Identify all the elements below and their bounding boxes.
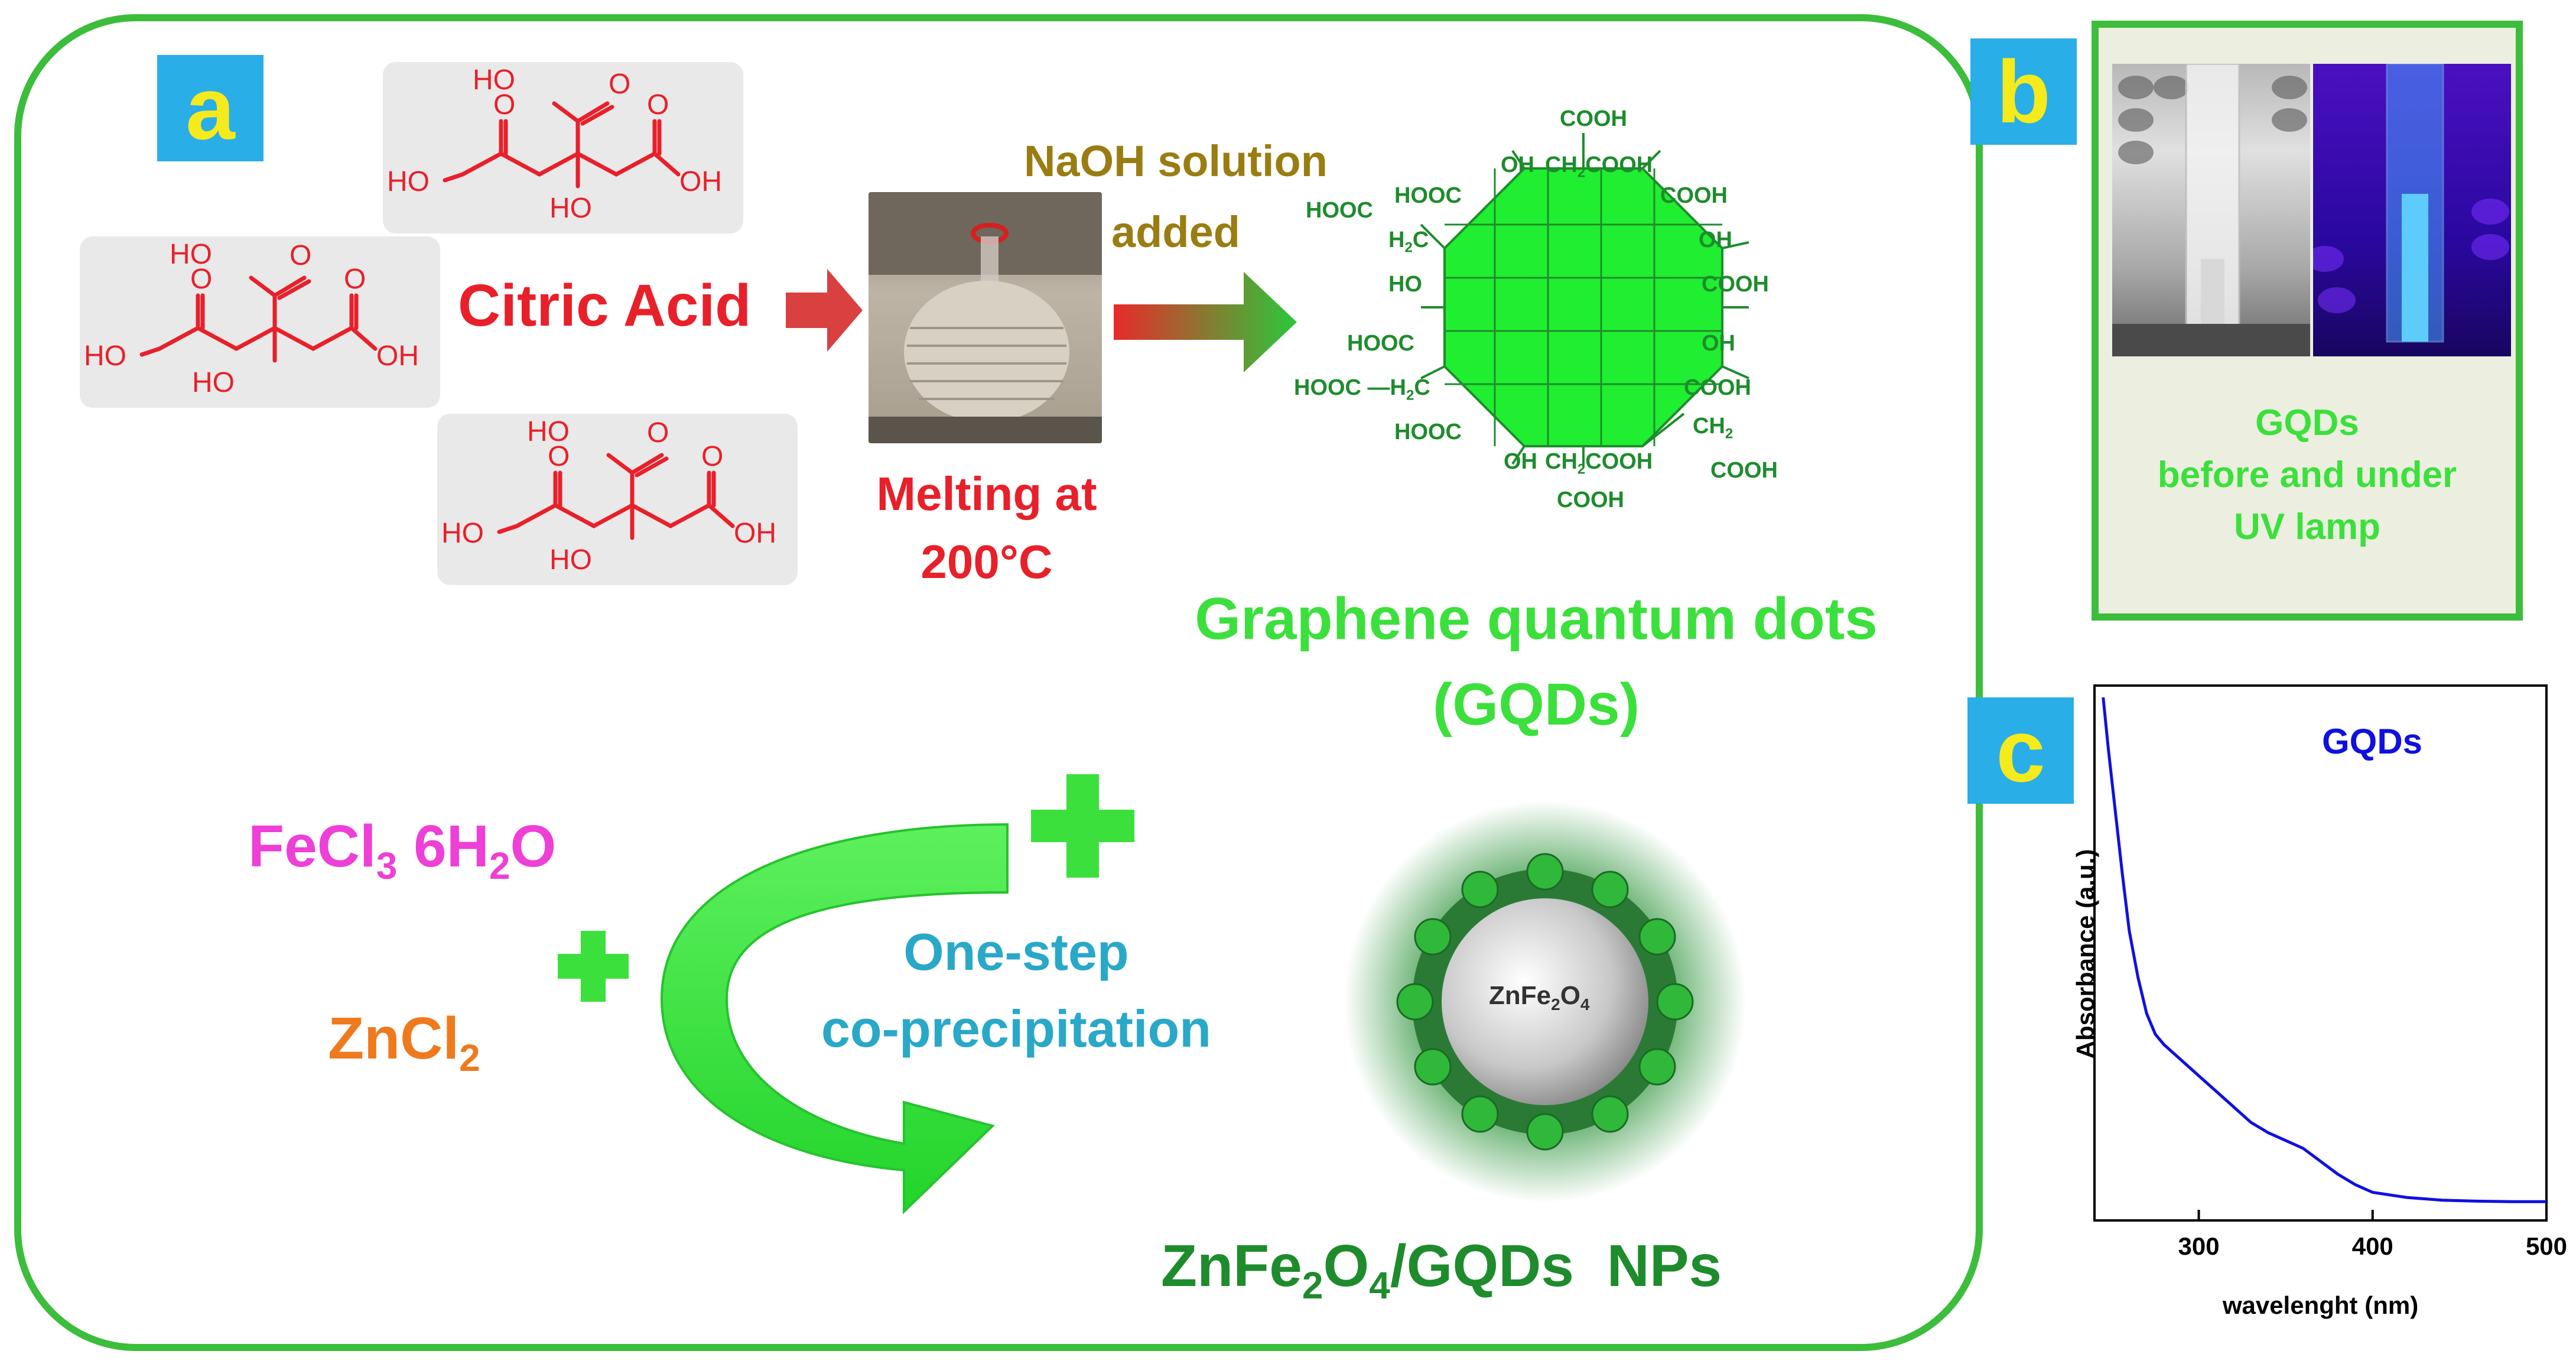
gqd-ch2-br: CH2 <box>1693 414 1733 442</box>
citric-acid-label: Citric Acid <box>458 272 752 339</box>
panel-b-caption-line1: GQDs <box>2255 402 2359 443</box>
x-tick-label-500: 500 <box>2525 1232 2568 1260</box>
melting-line2: 200°C <box>921 535 1053 588</box>
gqd-hooc-tl2: HOOC <box>1394 183 1462 208</box>
gqd-oh-right1: OH <box>1699 228 1732 252</box>
mol2-o-right: O <box>344 264 366 295</box>
mol1-top-ho: HO <box>473 64 515 96</box>
mol1-o-left: O <box>493 89 516 121</box>
gqd-hooc-h2c: HOOC —H2C <box>1294 375 1430 404</box>
chart-legend-gqds: GQDs <box>2322 722 2423 761</box>
gqd-cooh-right3: COOH <box>1684 375 1751 400</box>
gqds-absorbance-curve <box>2102 697 2546 1203</box>
mol1-oh-right: OH <box>679 166 722 197</box>
gqd-ho-left: HO <box>1388 272 1422 297</box>
gqd-oh-bottom: OH <box>1504 449 1537 474</box>
chart-xlabel: wavelenght (nm) <box>2222 1291 2419 1319</box>
one-step-label: One-step <box>903 923 1129 981</box>
gqd-cooh-right: COOH <box>1702 272 1769 297</box>
gqd-title-line2: (GQDs) <box>1433 671 1640 738</box>
gqd-oh-tl: OH <box>1501 152 1534 177</box>
mol3-o-right: O <box>701 441 724 472</box>
mol1-ho-left: HO <box>387 166 430 197</box>
mol2-top-ho: HO <box>170 239 212 270</box>
mol2-ho-left: HO <box>84 340 126 372</box>
gqd-hooc-tl: HOOC <box>1306 198 1373 223</box>
x-tick-label-400: 400 <box>2351 1232 2393 1260</box>
citric-acid-molecule-2 <box>80 236 440 408</box>
melting-line1: Melting at <box>876 467 1097 520</box>
naoh-line2: added <box>1111 207 1240 256</box>
mol1-ho-bottom: HO <box>549 193 592 224</box>
gqd-ch2cooh-top: CH2COOH <box>1545 152 1653 181</box>
gqd-hooc-left: HOOC <box>1347 331 1414 356</box>
mol2-top-o: O <box>290 240 312 271</box>
mol3-top-ho: HO <box>527 416 570 447</box>
cuvette-photo-before <box>2112 64 2310 356</box>
x-tick-label-300: 300 <box>2178 1232 2220 1260</box>
panel-b-caption-line2: before and under <box>2157 454 2457 495</box>
gqd-cooh-bottom: COOH <box>1557 488 1624 512</box>
melting-flask-photo <box>869 192 1102 443</box>
core-label: ZnFe2O4 <box>1489 981 1590 1014</box>
gqd-hooc-bl: HOOC <box>1394 420 1462 444</box>
gqd-oh-right2: OH <box>1702 331 1735 356</box>
gqd-ch2cooh-bottom: CH2COOH <box>1545 449 1653 478</box>
mol3-ho-bottom: HO <box>549 544 592 576</box>
citric-acid-molecule-1 <box>383 62 743 233</box>
mol3-ho-left: HO <box>441 518 484 549</box>
mol2-ho-bottom: HO <box>192 367 235 398</box>
naoh-line1: NaOH solution <box>1024 137 1328 186</box>
panel-b-label: b <box>1970 38 2077 145</box>
gqd-h2c-left: H2C <box>1388 228 1429 256</box>
mol1-top-o: O <box>609 69 631 100</box>
gqd-cooh-tr: COOH <box>1660 183 1728 208</box>
citric-acid-molecule-3 <box>437 414 798 585</box>
panel-a-label: a <box>157 55 264 161</box>
panel-b-caption-line3: UV lamp <box>2233 506 2381 547</box>
mol3-oh-right: OH <box>734 518 776 549</box>
chart-axes-frame <box>2093 684 2548 1222</box>
mol1-o-right: O <box>647 89 669 121</box>
fecl3-label: FeCl3 6H2O <box>248 813 557 887</box>
zncl2-label: ZnCl2 <box>328 1005 480 1079</box>
co-precipitation-label: co-precipitation <box>821 999 1212 1058</box>
gqd-cooh-top: COOH <box>1560 106 1627 131</box>
gqd-cooh-br: COOH <box>1710 458 1778 483</box>
product-label: ZnFe2O4/GQDs NPs <box>1161 1233 1722 1307</box>
panel-c-label: c <box>1967 697 2074 804</box>
mol3-o-left: O <box>548 441 570 472</box>
chart-ylabel: Absorbance (a.u.) <box>2071 849 2099 1059</box>
mol2-o-left: O <box>190 264 213 295</box>
cuvette-photo-uv <box>2313 64 2511 356</box>
mol3-top-o: O <box>647 417 669 449</box>
gqd-title-line1: Graphene quantum dots <box>1195 586 1878 652</box>
mol2-oh-right: OH <box>376 340 419 372</box>
